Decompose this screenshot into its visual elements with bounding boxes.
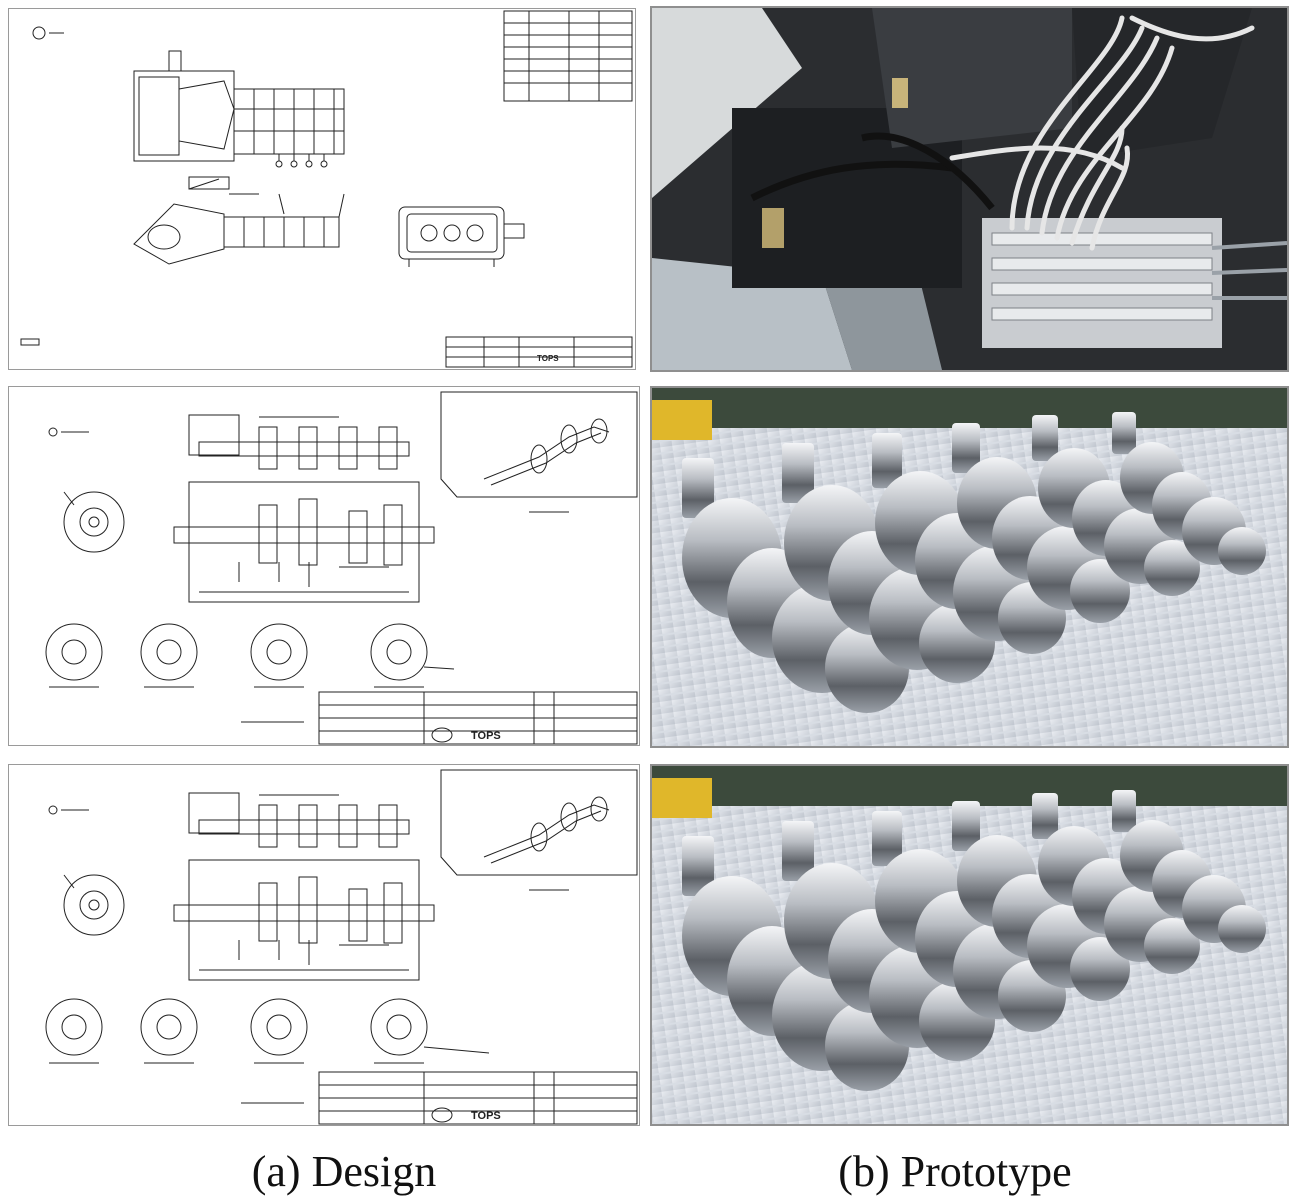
drawing-logo-label: TOPS [471,730,501,742]
pump-machine-photo [650,6,1289,372]
design-caption: (a) Design [251,1147,437,1196]
pump-machine-illustration [652,8,1287,370]
crankshaft-drawing-1: TOPS [8,386,640,746]
crankshafts-illustration-2 [652,766,1287,1124]
crankshaft-linework-2: TOPS [45,769,638,1125]
crankshaft-shapes [682,790,1266,1091]
crankshaft-drawing-2: TOPS [8,764,640,1126]
crankshaft-linework-1: TOPS [45,391,638,745]
crankshafts-photo-2 [650,764,1289,1126]
pump-assembly-drawing: TOPS [8,8,636,370]
crankshafts-illustration-1 [652,388,1287,746]
drawing-logo-label: TOPS [471,1110,501,1122]
prototype-caption: (b) Prototype [838,1147,1072,1196]
crankshafts-photo-1 [650,386,1289,748]
drawing-logo-label: TOPS [537,354,559,363]
pump-assembly-linework: TOPS [20,10,633,368]
crankshaft-shapes [682,412,1266,713]
